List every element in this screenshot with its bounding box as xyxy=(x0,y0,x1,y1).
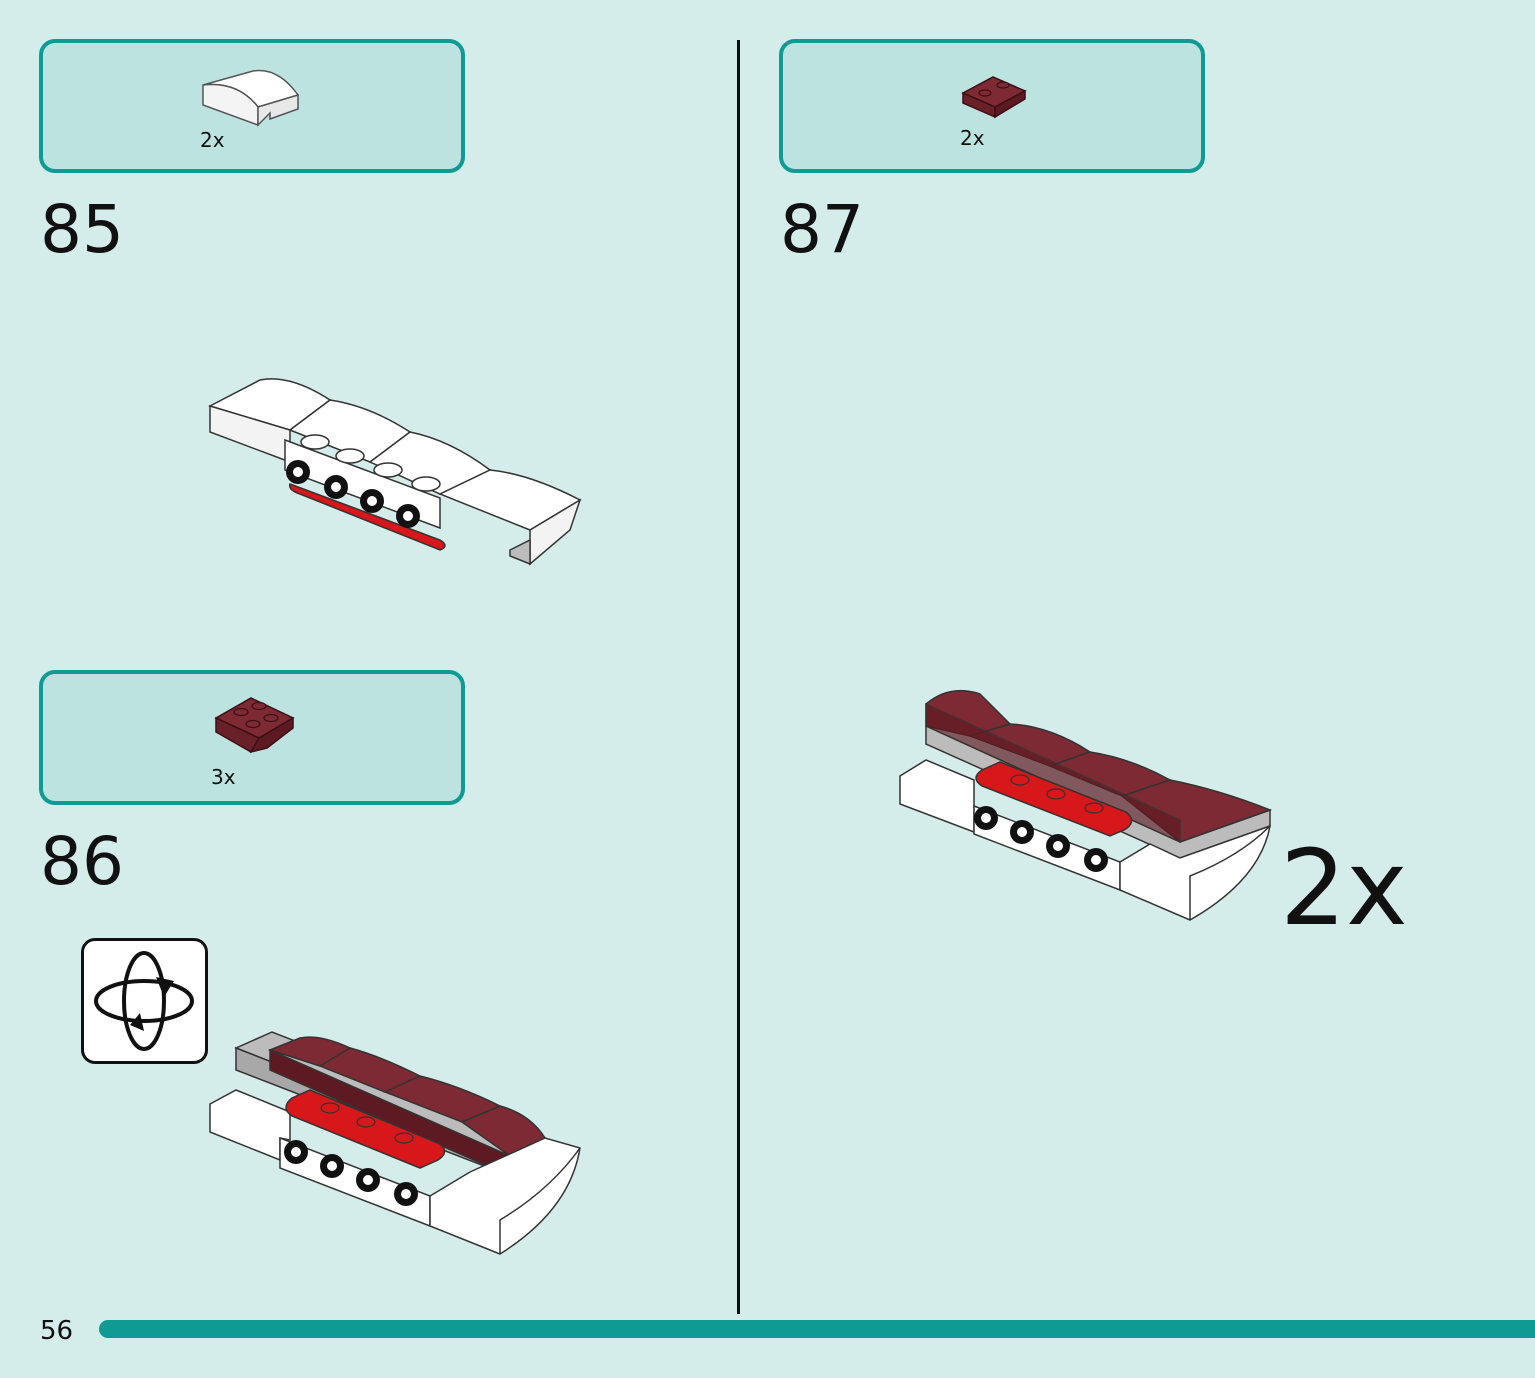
step-number-86: 86 xyxy=(40,823,124,900)
part-quantity: 2x xyxy=(960,126,985,150)
page-number: 56 xyxy=(40,1316,74,1346)
parts-box-step-87: 2x xyxy=(779,39,1205,173)
dark-red-inverted-plate-icon xyxy=(214,697,295,754)
white-curved-slope-icon xyxy=(202,69,300,127)
step-number-87: 87 xyxy=(780,191,864,268)
build-multiplier: 2x xyxy=(1280,827,1408,949)
rotate-model-icon xyxy=(81,938,208,1064)
step-85-model-illustration xyxy=(208,378,582,566)
part-quantity: 2x xyxy=(200,128,225,152)
parts-box-step-86: 3x xyxy=(39,670,465,805)
part-quantity: 3x xyxy=(211,765,236,789)
step-number-85: 85 xyxy=(40,191,124,268)
dark-red-inverted-plate-icon xyxy=(961,76,1027,119)
parts-box-step-85: 2x xyxy=(39,39,465,173)
column-divider xyxy=(737,40,740,1314)
step-86-model-illustration xyxy=(209,1031,581,1255)
page-progress-bar xyxy=(99,1320,1535,1338)
step-87-model-illustration xyxy=(899,689,1273,921)
